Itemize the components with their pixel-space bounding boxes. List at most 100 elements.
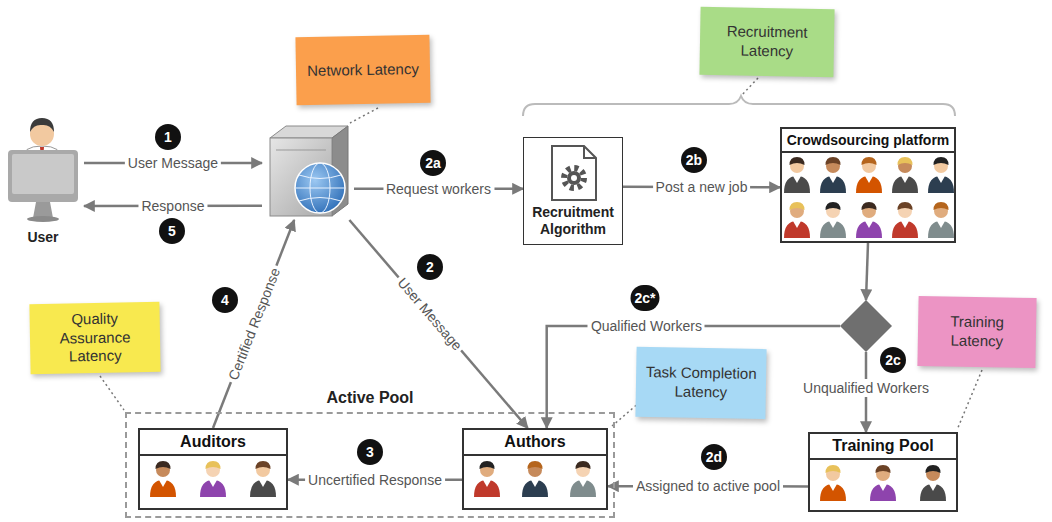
person-hair	[862, 157, 877, 165]
connector-arrow	[213, 220, 294, 428]
platform-box: Crowdsourcing platform	[780, 127, 956, 243]
latency-note: Network Latency	[295, 35, 430, 105]
person-hair	[934, 202, 949, 210]
callout-number: 4	[212, 287, 238, 313]
edge-label: User Message	[125, 154, 221, 172]
person-body	[522, 480, 548, 497]
person-body	[856, 221, 882, 238]
person-collar	[209, 480, 217, 487]
leader-line	[957, 370, 982, 430]
person-icon	[856, 157, 882, 193]
person-hair	[826, 157, 841, 165]
person-hair	[898, 157, 913, 165]
person-collar	[865, 221, 873, 228]
person-icon	[522, 461, 548, 497]
callout-number: 2c	[880, 347, 906, 373]
person-icon	[820, 157, 846, 193]
person-collar	[483, 480, 491, 487]
person-collar	[929, 484, 937, 491]
edge-label: Uncertified Response	[305, 471, 445, 489]
callout-number: 3	[357, 439, 383, 465]
latency-note: Task Completion Latency	[635, 347, 766, 419]
person-icon	[920, 465, 946, 501]
person-hair	[790, 202, 805, 210]
person-body	[856, 176, 882, 193]
person-collar	[937, 176, 945, 183]
person-body	[820, 484, 846, 501]
node-text: Crowdsourcing platform	[782, 129, 954, 153]
person-collar	[579, 480, 587, 487]
person-body	[474, 480, 500, 497]
leader-lines	[100, 78, 982, 430]
edge-label: Response	[138, 197, 207, 215]
person-hair	[206, 461, 221, 469]
person-body	[870, 484, 896, 501]
person-body	[892, 176, 918, 193]
edge-label: Certified Response	[222, 262, 284, 385]
connector-arrow	[866, 243, 868, 300]
decision-diamond	[840, 300, 892, 352]
person-hair	[256, 461, 271, 469]
edge-label: Request workers	[383, 180, 494, 198]
person-body	[150, 480, 176, 497]
person-body	[820, 176, 846, 193]
person-icon	[200, 461, 226, 497]
node-text: Recruitment Algorithm	[526, 204, 620, 238]
node-text: Training Pool	[810, 434, 956, 460]
process-box: Recruitment Algorithm	[523, 137, 623, 245]
person-body	[784, 221, 810, 238]
person-collar	[829, 221, 837, 228]
leader-line	[100, 376, 124, 410]
person-body	[570, 480, 596, 497]
algorithm-icon	[552, 146, 596, 200]
node-text: Network Latency	[307, 60, 419, 81]
server-icon	[270, 126, 348, 216]
edge-label: Qualified Workers	[588, 317, 705, 335]
person-icon	[856, 202, 882, 238]
person-icon	[570, 461, 596, 497]
person-icon	[150, 461, 176, 497]
latency-note: Training Latency	[917, 296, 1036, 368]
person-hair	[876, 465, 891, 473]
person-body	[928, 176, 954, 193]
person-body	[920, 484, 946, 501]
edge-label: Unqualified Workers	[800, 379, 932, 397]
person-hair	[480, 461, 495, 469]
person-icon	[820, 465, 846, 501]
server-node	[262, 125, 354, 220]
person-collar	[793, 221, 801, 228]
person-collar	[259, 480, 267, 487]
latency-note: Quality Assurance Latency	[29, 302, 160, 374]
person-body	[784, 176, 810, 193]
node-text: Recruitment Latency	[708, 22, 827, 62]
person-icon	[784, 157, 810, 193]
person-hair	[926, 465, 941, 473]
region-heading: Active Pool	[127, 389, 613, 407]
person-icon	[928, 202, 954, 238]
leader-line	[741, 78, 758, 96]
latency-note: Recruitment Latency	[699, 7, 834, 77]
team-box: Auditors	[138, 428, 288, 510]
callout-number: 5	[159, 218, 185, 244]
team-box: Training Pool	[808, 432, 958, 512]
person-icon	[928, 157, 954, 193]
person-collar	[829, 176, 837, 183]
node-text: Task Completion Latency	[644, 363, 759, 402]
person-collar	[793, 176, 801, 183]
user-node: User	[2, 115, 84, 245]
callout-number: 1	[155, 124, 181, 150]
person-collar	[829, 484, 837, 491]
edge-label: User Message	[391, 271, 467, 356]
person-hair	[790, 157, 805, 165]
person-hair	[576, 461, 591, 469]
person-icon	[250, 461, 276, 497]
person-hair	[898, 202, 913, 210]
callout-number: 2c*	[630, 285, 659, 311]
pool-region: Active PoolAuditorsAuthors	[125, 412, 615, 518]
person-collar	[159, 480, 167, 487]
person-collar	[901, 176, 909, 183]
node-text: User	[2, 229, 84, 245]
person-hair	[528, 461, 543, 469]
bracket	[523, 96, 955, 116]
person-icon	[892, 202, 918, 238]
